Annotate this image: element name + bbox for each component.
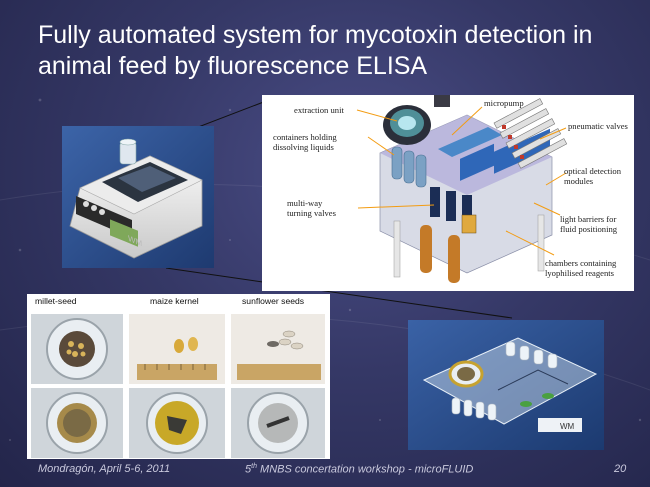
slide-title-line2: animal feed by fluorescence ELISA — [38, 52, 428, 80]
footer-event: 5th MNBS concertation workshop - microFL… — [245, 463, 473, 476]
slide-title-line1: Fully automated system for mycotoxin det… — [38, 21, 593, 49]
device-photo: WM — [62, 126, 214, 268]
label-micropump: micropump — [484, 98, 524, 108]
label-chambers-line1: chambers containing — [545, 258, 617, 268]
exploded-system-diagram: extraction unit containers holding disso… — [262, 95, 634, 291]
column-label-millet: millet-seed — [35, 296, 77, 306]
label-multiway-line2: turning valves — [287, 208, 336, 218]
label-optical-line2: modules — [564, 176, 594, 186]
footer-event-name: MNBS concertation workshop - microFLUID — [256, 463, 474, 476]
slide-title: Fully automated system for mycotoxin det… — [38, 20, 628, 82]
analyzer-device-image: WM — [62, 126, 214, 268]
label-extraction-unit: extraction unit — [294, 105, 344, 115]
column-label-maize: maize kernel — [150, 296, 199, 306]
sample-photos-grid: millet-seed maize kernel sunflower seeds — [27, 294, 330, 459]
label-containers-line2: dissolving liquids — [273, 142, 334, 152]
label-chambers-line2: lyophilised reagents — [545, 268, 614, 278]
sample-photos — [31, 314, 325, 458]
label-light-line1: light barriers for — [560, 214, 617, 224]
svg-text:WM: WM — [560, 422, 575, 431]
label-multiway-line1: multi-way — [287, 198, 323, 208]
system-3d-drawing — [356, 95, 568, 283]
label-light-line2: fluid positioning — [560, 224, 618, 234]
label-pneumatic-valves: pneumatic valves — [568, 121, 628, 131]
footer-event-ordinal: 5 — [245, 463, 252, 476]
footer-event-ordinal-suffix: th — [251, 463, 257, 470]
label-containers-line1: containers holding — [273, 132, 337, 142]
microfluidic-chip-image: WM — [408, 320, 604, 450]
column-label-sunflower: sunflower seeds — [242, 296, 305, 306]
footer-location-date: Mondragón, April 5-6, 2011 — [38, 463, 171, 475]
chip-photo: WM — [408, 320, 604, 450]
page-number: 20 — [614, 463, 627, 475]
label-optical-line1: optical detection — [564, 166, 622, 176]
